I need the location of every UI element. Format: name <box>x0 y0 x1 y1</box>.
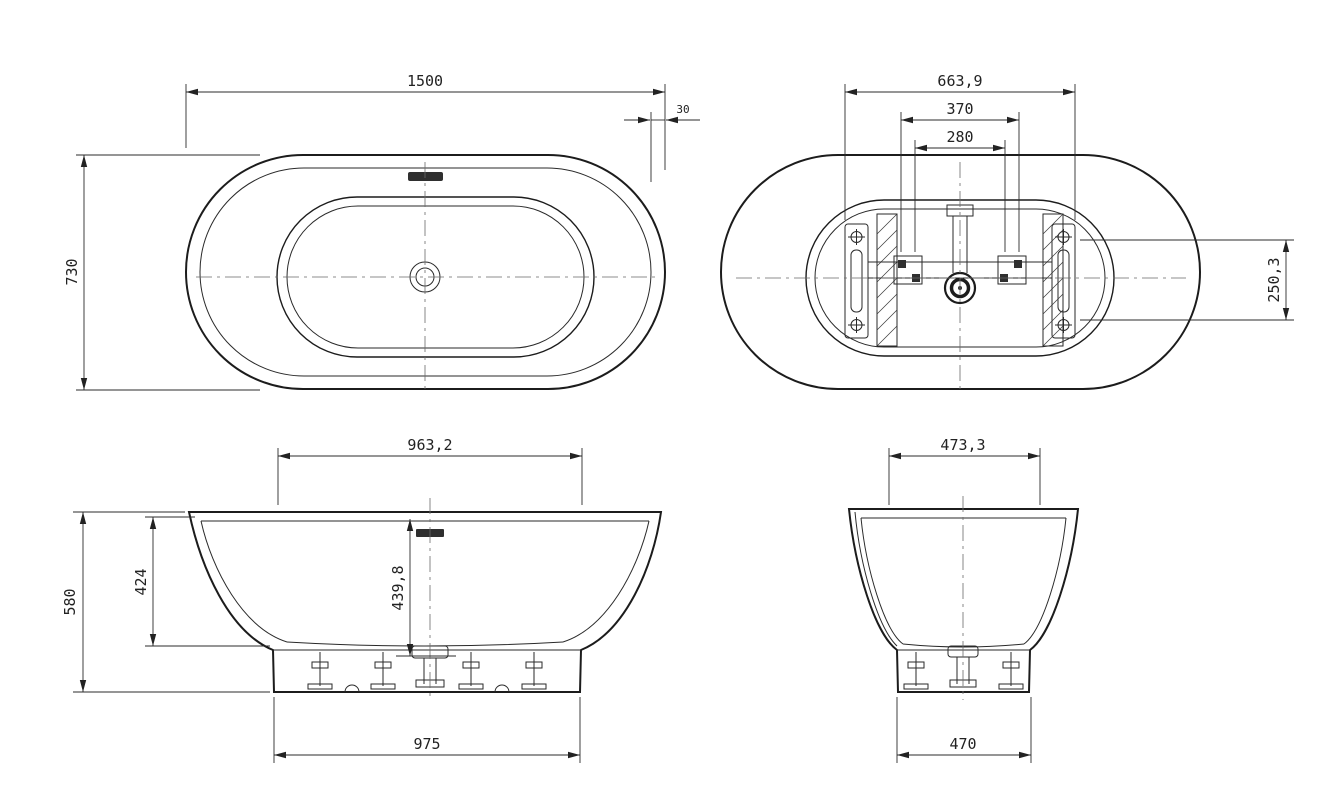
dim-frame-width: 250,3 <box>1080 239 1294 321</box>
dim-opening-length: 963,2 <box>277 436 583 505</box>
dim-opening-width-label: 473,3 <box>940 436 985 454</box>
dim-frame-length-label: 663,9 <box>937 72 982 90</box>
dim-overall-height-label: 580 <box>61 588 79 615</box>
dim-overall-width: 730 <box>63 154 260 391</box>
dim-bolt-span-outer-label: 370 <box>946 100 973 118</box>
dim-bolt-span-outer: 370 <box>900 100 1020 252</box>
dim-bolt-span-inner: 280 <box>914 128 1006 252</box>
foot-5 <box>903 652 929 690</box>
dim-base-length: 975 <box>273 697 581 763</box>
dim-frame-width-label: 250,3 <box>1265 257 1283 302</box>
foot-6 <box>998 652 1024 690</box>
dim-base-length-label: 975 <box>413 735 440 753</box>
dim-opening-length-label: 963,2 <box>407 436 452 454</box>
dim-base-width: 470 <box>896 697 1032 763</box>
dim-inner-depth: 424 <box>132 516 270 647</box>
bottom-view: 663,9 370 280 250,3 <box>720 72 1294 390</box>
front-view: 963,2 424 439,8 580 975 <box>61 436 663 763</box>
dim-inner-depth-label: 424 <box>132 568 150 595</box>
dim-overall-length-label: 1500 <box>407 72 443 90</box>
pipe-cutout-right <box>494 684 510 693</box>
pipe-cutout-left <box>344 684 360 693</box>
dim-overall-length: 1500 <box>185 72 666 170</box>
foot-4 <box>521 652 547 690</box>
bolt-bracket-left <box>893 255 923 285</box>
bolt-bracket-right <box>997 255 1027 285</box>
dim-frame-length: 663,9 <box>844 72 1076 220</box>
top-view: 1500 730 30 <box>63 72 700 392</box>
foot-2 <box>370 652 396 690</box>
dim-depth-to-drain: 439,8 <box>389 519 456 657</box>
dim-opening-width: 473,3 <box>888 436 1041 505</box>
dim-bolt-span-inner-label: 280 <box>946 128 973 146</box>
dim-depth-to-drain-label: 439,8 <box>389 565 407 610</box>
mounting-plate-left <box>844 223 869 339</box>
foot-3 <box>458 652 484 690</box>
support-rail-right <box>1042 213 1064 347</box>
dim-base-width-label: 470 <box>949 735 976 753</box>
dim-overall-width-label: 730 <box>63 258 81 285</box>
dim-rim-edge-label: 30 <box>676 103 689 116</box>
foot-1 <box>307 652 333 690</box>
dim-overall-height: 580 <box>61 511 270 693</box>
dim-rim-edge: 30 <box>624 103 700 182</box>
overflow-slot-top-view <box>408 172 443 181</box>
end-view: 473,3 470 <box>847 436 1080 763</box>
